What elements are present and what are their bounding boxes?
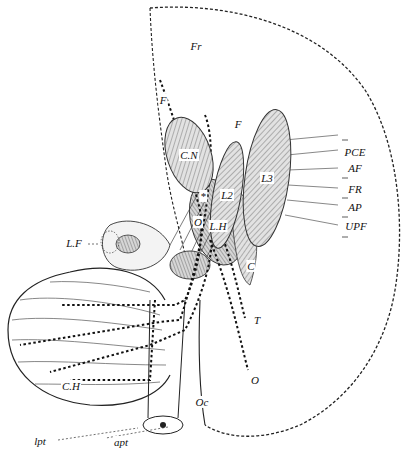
structure-label: F [234, 118, 243, 130]
brain-nucleus: L3 [244, 108, 290, 248]
structure-label: L.H [209, 220, 228, 232]
structure-label: L.F [65, 237, 83, 249]
structure-label: PCE [344, 146, 367, 158]
structure-label: T [253, 314, 261, 326]
structure-label: C [246, 260, 255, 272]
structure-label: O [193, 216, 203, 228]
structure-label: apt [113, 436, 129, 448]
structure-label: FR [347, 183, 362, 195]
structure-label: Oc [195, 396, 210, 408]
structure-abbreviation: L2 [220, 189, 234, 201]
structure-label: C.H [61, 380, 81, 392]
structure-label: F [159, 94, 168, 106]
structure-label: AP [347, 201, 362, 213]
structure-abbreviation: C.N [179, 149, 198, 161]
structure-label: AF [347, 162, 362, 174]
structure-label: Fr [190, 40, 203, 52]
brain-nucleus: C.N [166, 115, 212, 195]
structure-label: O [250, 374, 260, 386]
brain-nucleus: L2 [212, 140, 242, 250]
structure-label: lpt [33, 435, 47, 447]
structure-label: UPF [344, 220, 367, 232]
structure-abbreviation: L3 [260, 172, 274, 184]
structure-label: * [199, 190, 207, 202]
